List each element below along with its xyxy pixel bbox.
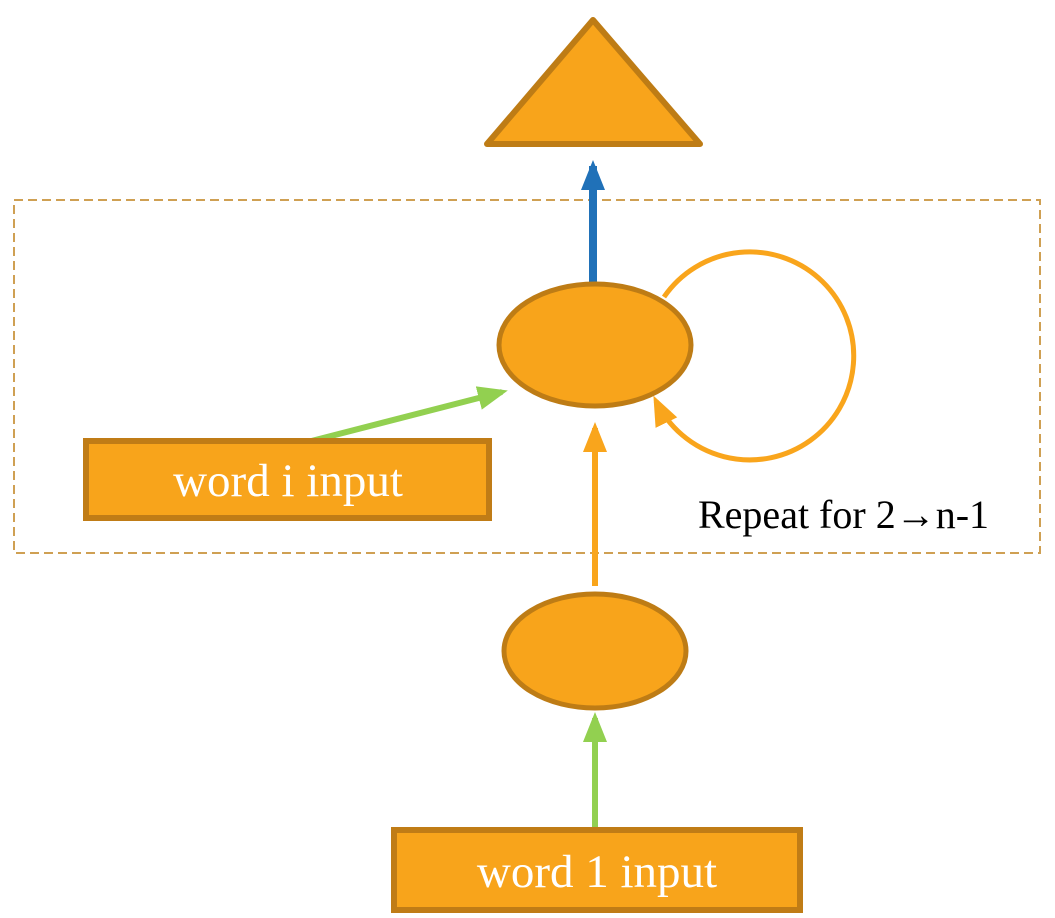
output-triangle bbox=[484, 17, 703, 147]
repeat-note-label: Repeat for 2→n-1 bbox=[698, 492, 989, 537]
word-1-input-label: word 1 input bbox=[477, 846, 717, 898]
word-1-input-box bbox=[391, 827, 803, 913]
word-i-input-label: word i input bbox=[173, 455, 403, 507]
self-loop-arrow bbox=[653, 249, 857, 463]
state-ellipse-i bbox=[496, 281, 694, 409]
repeat-region-border bbox=[13, 199, 1041, 554]
state-ellipse-1 bbox=[501, 591, 689, 711]
word-i-input-box bbox=[83, 438, 492, 521]
green-input-arrow-i bbox=[291, 386, 508, 449]
